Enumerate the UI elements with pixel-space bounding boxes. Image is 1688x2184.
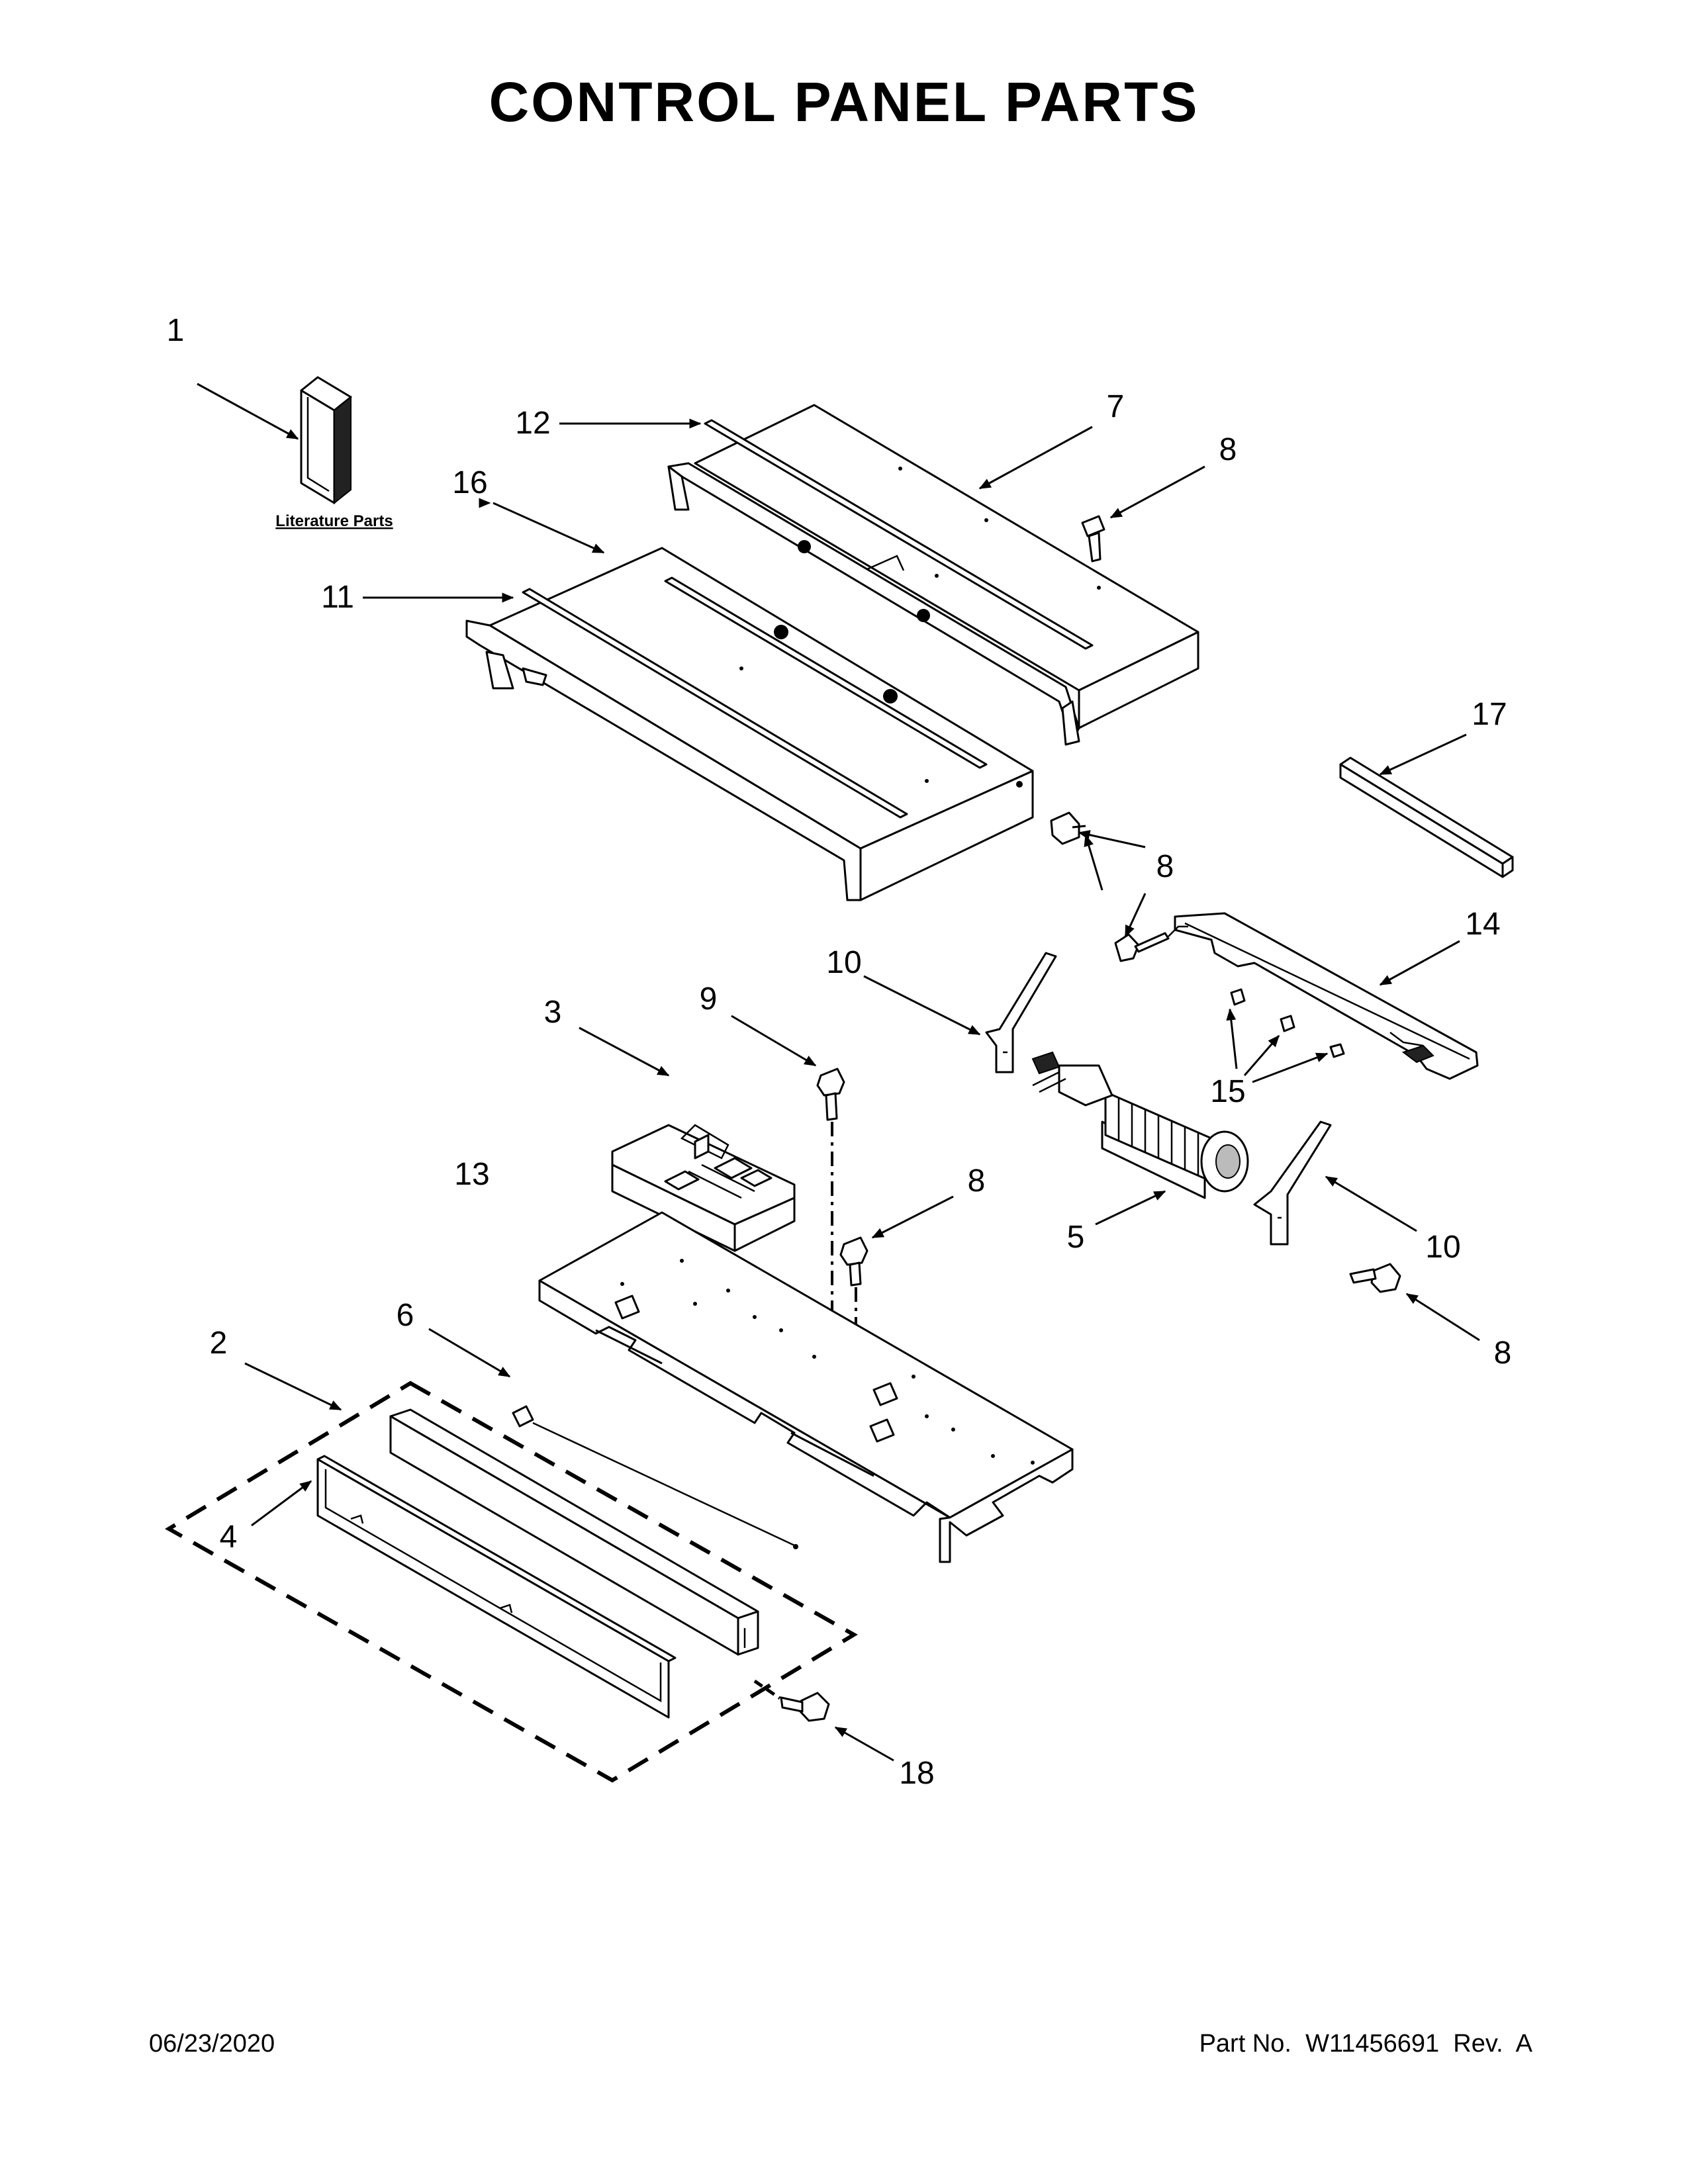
panel-clip [512,1405,798,1549]
callout-8b: 8 [1156,849,1174,884]
callout-15: 15 [1210,1074,1245,1109]
callout-2: 2 [210,1326,228,1361]
callout-10a: 10 [826,945,861,980]
foam-strip [1339,756,1514,878]
bracket-rail [1174,912,1479,1080]
screw-8d-icon [1349,1263,1401,1293]
callout-9: 9 [700,981,718,1017]
literature-parts-booklet [300,376,352,505]
callout-10b: 10 [1425,1230,1460,1265]
screw-8a-icon [1081,515,1105,563]
screw-8b-icon [1050,811,1086,845]
callout-8c: 8 [968,1163,986,1199]
leader-lines [197,383,1480,1762]
control-panel-housing [389,1408,759,1656]
screw-8c-icon [1114,925,1188,962]
vent-strip-rear [704,419,1094,650]
callout-16: 16 [452,465,487,500]
mounting-plate [538,1211,1074,1563]
footer-date: 06/23/2020 [149,2030,275,2058]
screw-18-icon [753,1679,830,1722]
top-panel-front [465,547,1034,901]
footer-part-number: Part No. W11456691 Rev. A [1199,2030,1533,2058]
callout-17: 17 [1472,697,1507,732]
screw-8e-icon [839,1236,868,1287]
callout-1: 1 [167,313,185,348]
callout-8a: 8 [1219,432,1237,467]
fan-bracket-right [1253,1120,1332,1246]
callout-3: 3 [544,995,562,1030]
literature-parts-label: Literature Parts [275,512,393,530]
control-panel-assembly-outline [165,1381,858,1783]
callout-11: 11 [321,580,354,615]
callout-14: 14 [1465,907,1500,942]
callout-5: 5 [1067,1220,1085,1255]
screw-9-icon [816,1068,845,1121]
callout-6: 6 [397,1298,414,1333]
vent-strip-front-inner [664,576,988,769]
page-title: CONTROL PANEL PARTS [489,71,1199,133]
control-board [611,1124,796,1252]
callout-13: 13 [454,1157,489,1192]
callout-4: 4 [220,1520,238,1555]
pins [1230,988,1345,1058]
callout-7: 7 [1107,389,1125,424]
callout-8d: 8 [1494,1336,1512,1371]
control-panel-bezel [316,1455,677,1719]
vent-strip-front [522,588,908,819]
callout-18: 18 [899,1756,934,1791]
fan-bracket-left [985,952,1057,1073]
convection-fan-motor [1031,1051,1249,1199]
callout-12: 12 [515,406,550,441]
